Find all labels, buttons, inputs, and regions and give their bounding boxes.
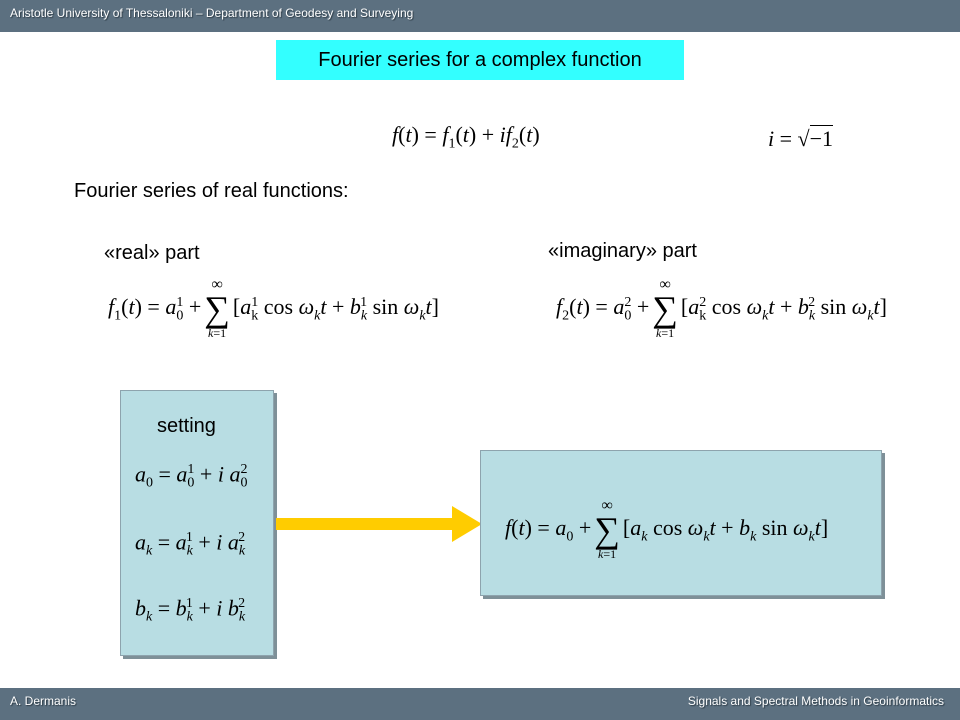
imag-part-label: «imaginary» part — [548, 240, 697, 262]
setting-label: setting — [157, 415, 216, 437]
equation-real-series: f1(t) = a01 +∞∑k=1[ak1 cos ωkt + bk1 sin… — [108, 276, 439, 341]
equation-complex-function: f(t) = f1(t) + if2(t) — [392, 122, 540, 152]
equation-imag-unit: i = √−1 — [768, 125, 834, 151]
real-part-label: «real» part — [104, 242, 200, 264]
header-institution: Aristotle University of Thessaloniki – D… — [10, 6, 414, 20]
setting-panel: setting a0 = a01 + i a02 ak = ak1 + i ak… — [120, 390, 274, 656]
equation-setting-ak: ak = ak1 + i ak2 — [135, 529, 246, 559]
subheading: Fourier series of real functions: — [74, 180, 349, 202]
footer-author: A. Dermanis — [10, 694, 77, 708]
footer-bar: A. Dermanis Signals and Spectral Methods… — [0, 688, 960, 720]
header-bar: Aristotle University of Thessaloniki – D… — [0, 0, 960, 32]
result-panel: f(t) = a0 +∞∑k=1[ak cos ωkt + bk sin ωkt… — [480, 450, 882, 596]
equation-setting-a0: a0 = a01 + i a02 — [135, 461, 248, 491]
slide-title: Fourier series for a complex function — [276, 40, 684, 80]
equation-imag-series: f2(t) = a02 +∞∑k=1[ak2 cos ωkt + bk2 sin… — [556, 276, 887, 341]
equation-result-series: f(t) = a0 +∞∑k=1[ak cos ωkt + bk sin ωkt… — [505, 497, 829, 562]
right-arrow-icon — [276, 506, 482, 542]
footer-course: Signals and Spectral Methods in Geoinfor… — [687, 694, 944, 708]
equation-setting-bk: bk = bk1 + i bk2 — [135, 595, 246, 625]
